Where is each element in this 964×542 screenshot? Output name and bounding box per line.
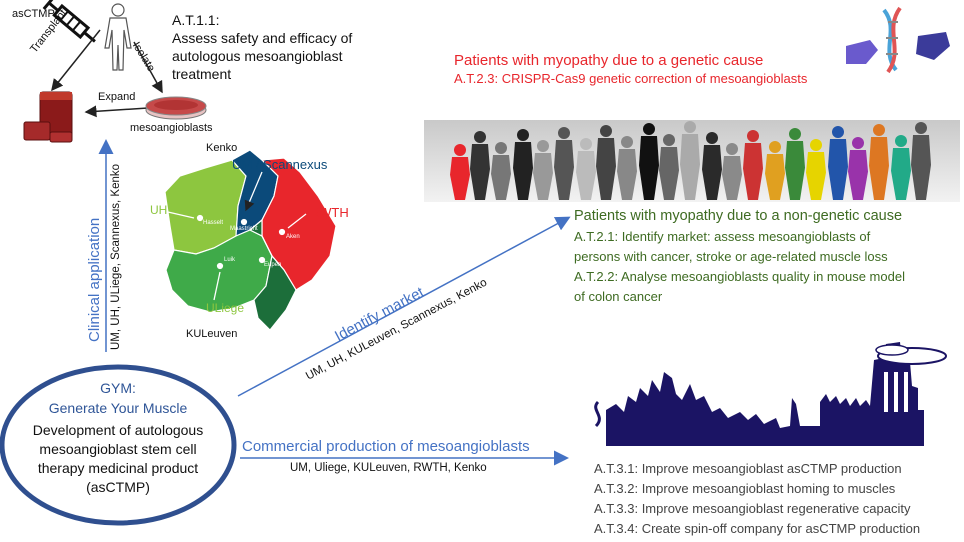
non-genetic-title: Patients with myopathy due to a non-gene…: [574, 208, 903, 224]
at11-line-2: autologous mesoangioblast: [172, 48, 343, 64]
genetic-task: A.T.2.3: CRISPR-Cas9 genetic correction …: [454, 71, 808, 86]
commercial-task-2: A.T.3.2: Improve mesoangioblast homing t…: [594, 481, 896, 496]
map-label-uh: UH: [150, 203, 168, 217]
crowd-person: [765, 141, 785, 200]
crowd-person: [891, 135, 911, 200]
gym-subtitle: Generate Your Muscle: [48, 400, 188, 416]
crowd-person: [702, 132, 722, 200]
euregio-map: [164, 149, 337, 331]
map-city-maastricht: Maastricht: [230, 226, 258, 232]
crowd-person: [911, 122, 931, 200]
expand-label: Expand: [98, 91, 136, 103]
expand-arrow: [84, 105, 149, 118]
non-genetic-task-1: A.T.2.1: Identify market: assess mesoang…: [574, 229, 871, 244]
gym-desc-1: Development of autologous: [32, 422, 204, 438]
gym-ellipse: [0, 364, 237, 526]
at11-line-1: Assess safety and efficacy of: [172, 30, 353, 46]
crowd-person: [533, 140, 553, 200]
human-figure-icon: [104, 3, 132, 71]
gym-desc-3: therapy medicinal product: [37, 460, 199, 476]
crowd-person: [806, 139, 826, 200]
crowd-person: [617, 136, 637, 200]
crowd-person: [513, 129, 533, 200]
culture-flasks-icon: [23, 91, 73, 143]
clinical-partners: UM, UH, ULiege, Scannexus, Kenko: [110, 163, 122, 350]
non-genetic-task-2: persons with cancer, stroke or age-relat…: [574, 249, 888, 264]
factory-icon: [594, 342, 947, 446]
commercial-task-4: A.T.3.4: Create spin-off company for asC…: [594, 521, 921, 536]
map-region-kenko: [248, 218, 297, 331]
petri-dish-icon: [145, 96, 207, 120]
crowd-person: [743, 130, 763, 200]
genetic-title: Patients with myopathy due to a genetic …: [454, 52, 764, 69]
isolate-arrow: [133, 41, 163, 94]
map-label-um-scannexus: UM / Scannexus: [232, 157, 328, 172]
non-genetic-task-3: A.T.2.2: Analyse mesoangioblasts quality…: [574, 269, 905, 284]
crowd-person: [639, 123, 659, 200]
crowd-person: [869, 124, 889, 200]
transplant-arrow: [51, 29, 101, 92]
crowd-person: [576, 138, 596, 200]
crowd-person: [828, 126, 848, 200]
map-city-luik: Luik: [224, 257, 236, 263]
crowd-person: [470, 131, 490, 200]
at11-id: A.T.1.1:: [172, 12, 220, 28]
crowd-person: [659, 134, 679, 200]
map-city-hasselt: Hasselt: [203, 220, 224, 226]
map-label-kenko-top: Kenko: [206, 142, 238, 154]
gym-desc-2: mesoangioblast stem cell: [39, 441, 197, 457]
at11-line-3: treatment: [172, 66, 232, 82]
crowd-person: [848, 137, 868, 200]
commercial-task-1: A.T.3.1: Improve mesoangioblast asCTMP p…: [594, 461, 902, 476]
mesoangioblasts-label: mesoangioblasts: [130, 122, 213, 134]
crowd-person: [680, 121, 700, 200]
map-label-rwth: RWTH: [310, 205, 349, 220]
clinical-application-label: Clinical application: [86, 217, 103, 342]
commercial-partners: UM, Uliege, KULeuven, RWTH, Kenko: [290, 462, 487, 474]
asctmp-label: asCTMP: [12, 8, 55, 20]
crowd-person: [554, 127, 574, 200]
map-city-eupen: Eupen: [264, 262, 282, 268]
map-label-kuleuven: KULeuven: [186, 328, 238, 340]
syringe-icon: [42, 0, 96, 43]
commercial-task-3: A.T.3.3: Improve mesoangioblast regenera…: [594, 501, 911, 516]
crowd-person: [785, 128, 805, 200]
non-genetic-task-4: of colon cancer: [574, 289, 663, 304]
crowd-person: [722, 143, 742, 200]
map-city-aken: Aken: [286, 234, 300, 240]
commercial-label: Commercial production of mesoangioblasts: [242, 438, 530, 455]
crowd-person: [450, 144, 470, 200]
gym-desc-4: (asCTMP): [86, 479, 150, 495]
identify-market-arrow: [237, 216, 571, 397]
map-label-uliege: ULiege: [206, 301, 245, 315]
crowd-person: [491, 142, 511, 200]
crowd-person: [596, 125, 616, 200]
dna-editing-icon: [846, 6, 950, 74]
gym-title: GYM:: [100, 380, 136, 396]
